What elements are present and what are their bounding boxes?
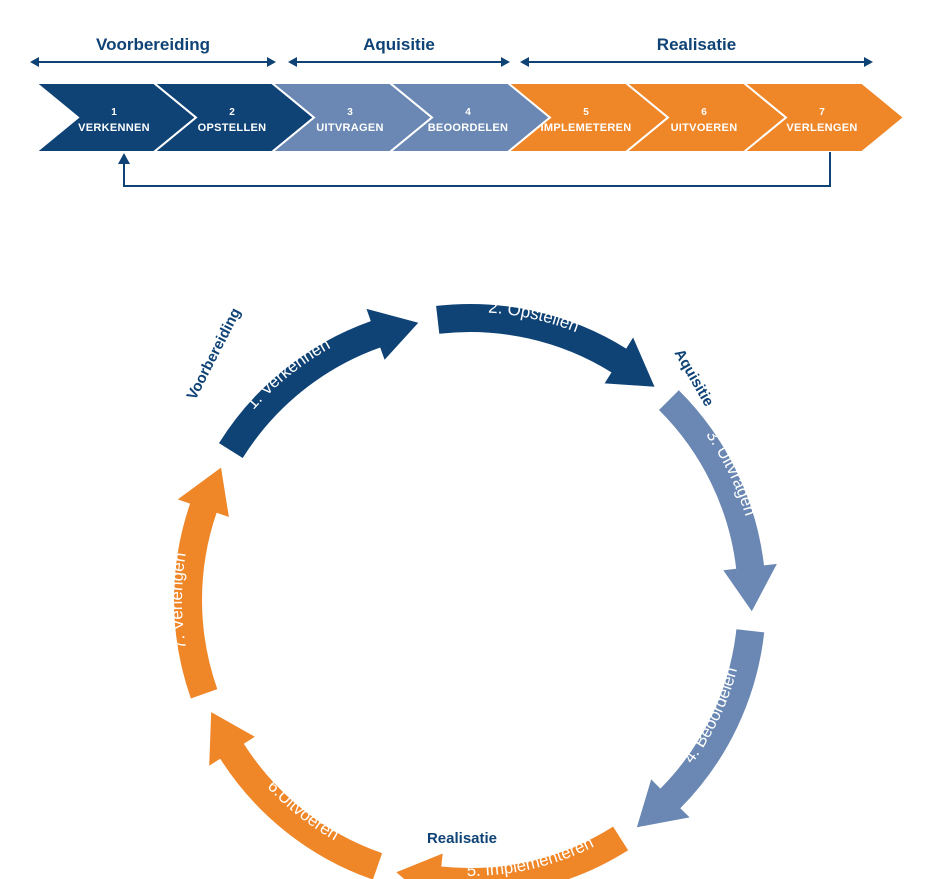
arrow-up-icon (118, 153, 130, 164)
arrow-right-icon (864, 57, 873, 67)
chevron-number: 5 (583, 107, 589, 118)
chevron-label: UITVRAGEN (316, 122, 383, 134)
phase-bracket-voorbereiding: Voorbereiding (30, 35, 276, 67)
cycle-arrow-step-3 (659, 390, 777, 612)
cycle-arrow-step-2 (436, 303, 655, 387)
cycle-arrow-step-7 (173, 467, 229, 699)
phase-label-aquisitie: Aquisitie (363, 35, 435, 54)
cycle-arrow-step-1 (219, 308, 419, 458)
chevron-label: OPSTELLEN (198, 122, 267, 134)
chevron-number: 3 (347, 107, 353, 118)
arrow-right-icon (501, 57, 510, 67)
cycle-label-step-7: 7. Verlengen (167, 551, 190, 651)
chevron-number: 4 (465, 107, 471, 118)
cycle-arrow-step-6 (209, 712, 383, 879)
chevron-label: BEOORDELEN (428, 122, 509, 134)
phase-bracket-realisatie: Realisatie (520, 35, 873, 67)
chevron-row: 1VERKENNEN2OPSTELLEN3UITVRAGEN4BEOORDELE… (33, 82, 906, 153)
cycle-phase-label-voorbereiding: Voorbereiding (184, 305, 245, 402)
chevron-number: 6 (701, 107, 707, 118)
chevron-number: 7 (819, 107, 825, 118)
loop-back-line (123, 152, 831, 187)
chevron-label: UITVOEREN (671, 122, 738, 134)
cycle-arcs (173, 303, 777, 879)
arrow-left-icon (288, 57, 297, 67)
cycle-arrow-step-4 (636, 629, 765, 828)
phase-label-realisatie: Realisatie (657, 35, 736, 54)
chevron-label: IMPLEMETEREN (541, 122, 632, 134)
cycle-arrow-step-5 (396, 826, 629, 879)
cycle-phase-label-realisatie: Realisatie (427, 830, 497, 847)
chevron-label: VERLENGEN (786, 122, 857, 134)
chevron-number: 2 (229, 107, 235, 118)
chevron-shape (741, 82, 906, 153)
phase-brackets: Voorbereiding Aquisitie Realisatie (30, 35, 873, 67)
arrow-left-icon (520, 57, 529, 67)
loop-back-arrow (118, 152, 831, 187)
linear-process: Voorbereiding Aquisitie Realisatie 1VERKEN… (30, 35, 906, 187)
arrow-left-icon (30, 57, 39, 67)
phase-label-voorbereiding: Voorbereiding (96, 35, 210, 54)
arrow-right-icon (267, 57, 276, 67)
chevron-number: 1 (111, 107, 117, 118)
chevron-label: VERKENNEN (78, 122, 150, 134)
phase-bracket-aquisitie: Aquisitie (288, 35, 510, 67)
